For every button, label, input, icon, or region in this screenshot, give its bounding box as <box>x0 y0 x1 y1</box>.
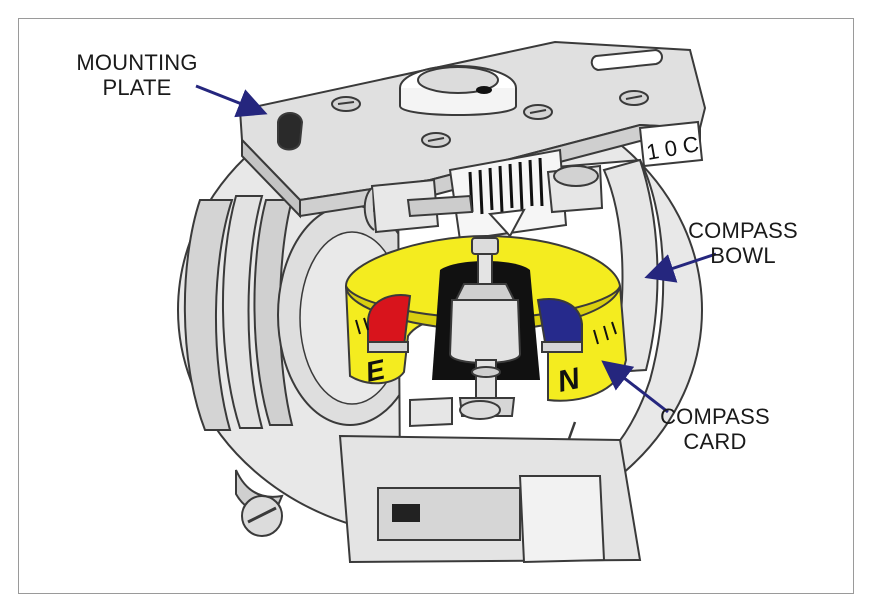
label-compass-card: COMPASS CARD <box>650 404 780 454</box>
compass-base <box>338 434 642 564</box>
label-compass-bowl-line2: BOWL <box>710 243 776 268</box>
gimbal-assembly <box>363 148 604 242</box>
label-compass-bowl: COMPASS BOWL <box>668 218 818 268</box>
label-mounting-plate-line1: MOUNTING <box>76 50 198 75</box>
compass-bowl-arrow <box>644 252 717 283</box>
card-pivot <box>409 237 522 428</box>
label-compass-card-line2: CARD <box>683 429 747 454</box>
adjustment-screw <box>235 469 284 537</box>
leader-arrows <box>195 84 717 414</box>
compass-card-arrow <box>601 360 669 414</box>
label-mounting-plate-line2: PLATE <box>102 75 172 100</box>
label-mounting-plate: MOUNTING PLATE <box>52 50 222 100</box>
label-compass-card-line1: COMPASS <box>660 404 770 429</box>
mounting-plate-arrow <box>195 84 268 118</box>
label-compass-bowl-line1: COMPASS <box>688 218 798 243</box>
scale-plate: 1 0 C <box>638 120 704 168</box>
graduation-marks <box>468 157 544 215</box>
